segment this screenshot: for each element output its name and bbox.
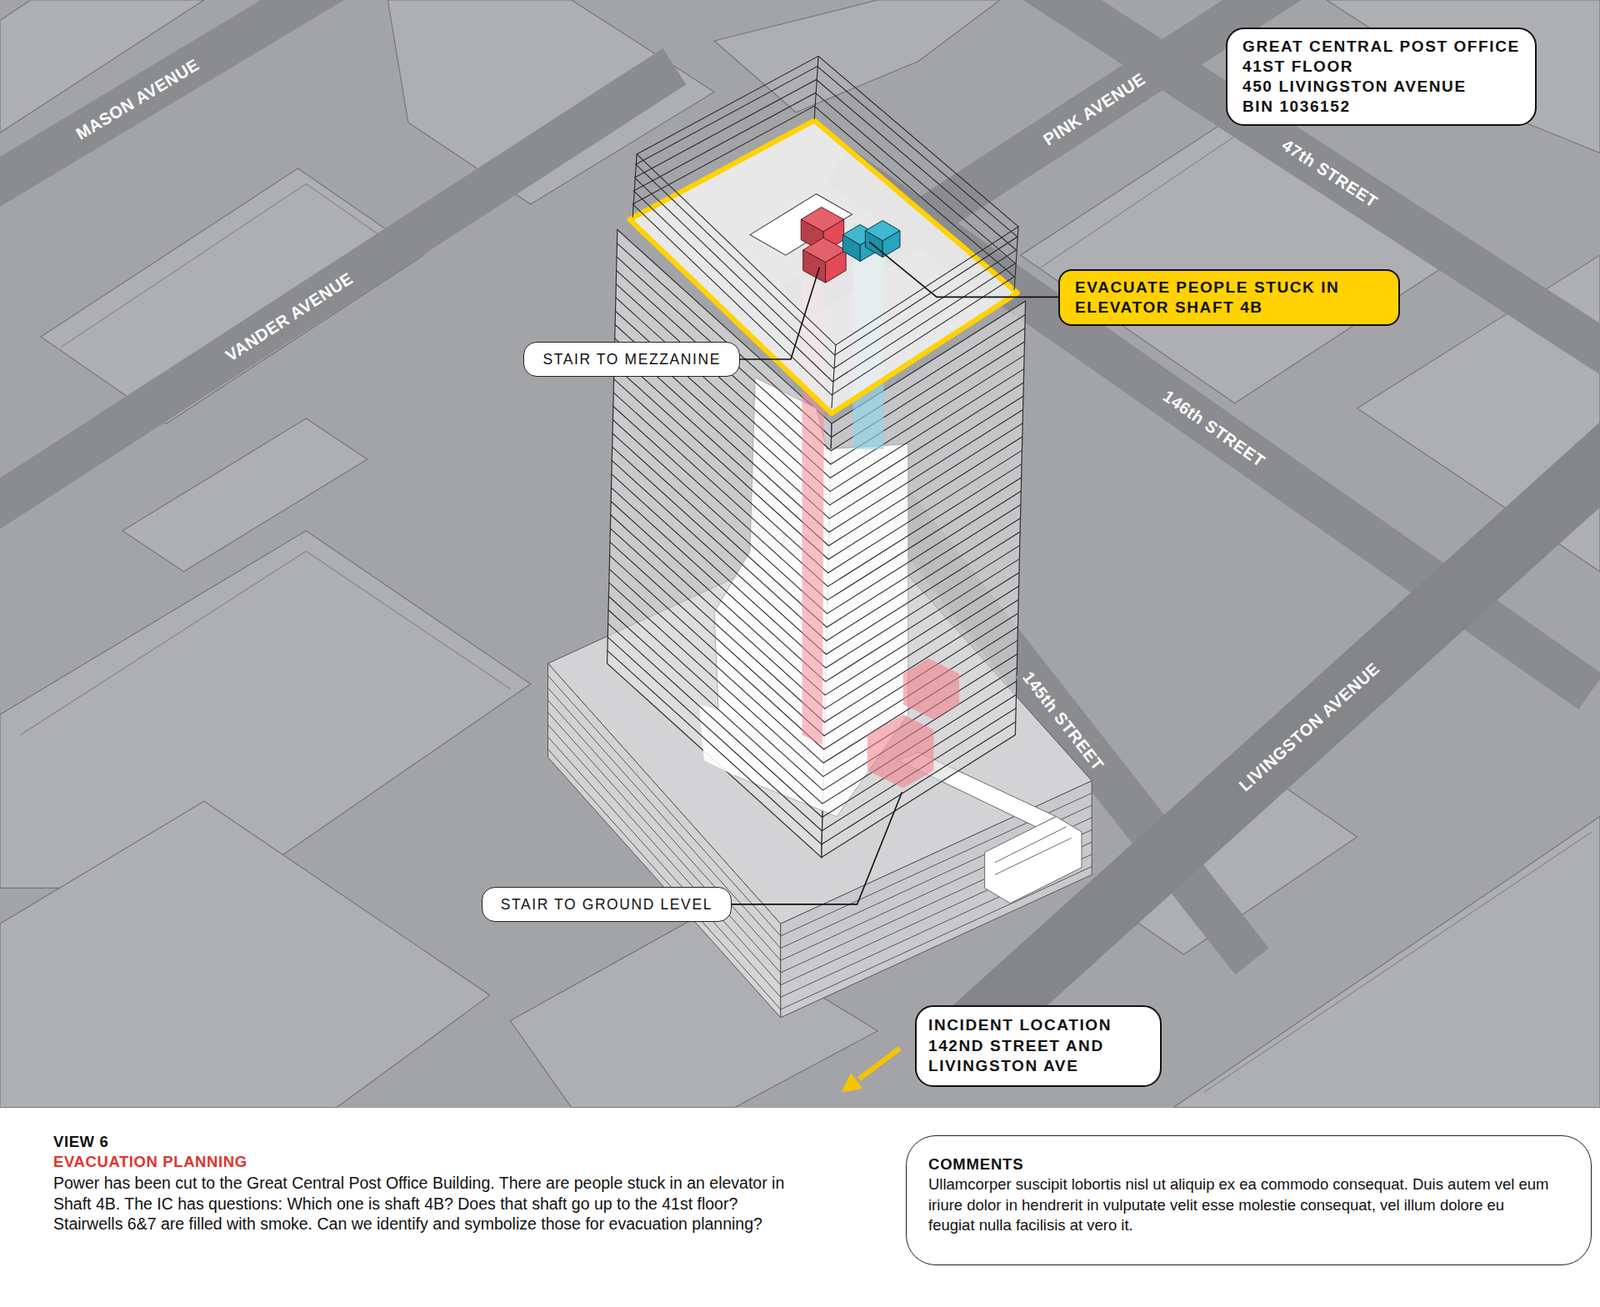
avenue-street — [968, 419, 1600, 1034]
podium-bridge — [995, 826, 1067, 863]
upper-floor-line — [633, 92, 1015, 382]
upper-floor-line — [635, 80, 1017, 370]
tower — [699, 704, 735, 776]
stair-box — [800, 207, 846, 284]
elevator-box — [865, 230, 883, 258]
callout-text: INCIDENT LOCATION 142ND STREET AND LIVIN… — [928, 1015, 1149, 1077]
elevator-box — [842, 235, 860, 262]
city-block — [714, 0, 1000, 113]
callout-body: 450 LIVINGSTON AVENUE — [1242, 76, 1520, 97]
city-block — [40, 168, 424, 424]
street — [0, 0, 488, 310]
info-callout: GREAT CENTRAL POST OFFICE41ST FLOOR450 L… — [1225, 27, 1537, 126]
upper-floor-line — [636, 55, 1019, 345]
city-block — [0, 530, 531, 889]
city-block — [122, 418, 368, 572]
callout-text: EVACUATE PEOPLE STUCK IN ELEVATOR SHAFT … — [1075, 277, 1384, 318]
callout-text: GREAT CENTRAL POST OFFICE — [1242, 36, 1520, 57]
leader-line — [740, 267, 820, 360]
callout-text: COMMENTS — [928, 1154, 1570, 1175]
callout-text: STAIR TO MEZZANINE — [542, 349, 721, 370]
upper-floor-line — [632, 154, 637, 218]
incident-arrow — [842, 1048, 900, 1091]
map-illustration — [0, 0, 1600, 1108]
callout-text: STAIR TO GROUND LEVEL — [500, 894, 713, 915]
ground-stair — [903, 658, 960, 720]
podium-bridge — [985, 816, 1082, 904]
upper-floor-line — [635, 66, 1018, 356]
incident-arrow — [859, 1048, 900, 1080]
street — [0, 0, 1600, 961]
incident-callout: INCIDENT LOCATION 142ND STREET AND LIVIN… — [915, 1005, 1162, 1087]
upper-floor-line — [831, 345, 836, 409]
leader-line — [869, 241, 1059, 297]
city-block-edge — [20, 550, 510, 735]
view-caption: Power has been cut to the Great Central … — [53, 1172, 808, 1235]
leader-line — [731, 241, 1059, 905]
city-block-edge — [1204, 831, 1592, 1092]
leader-line — [731, 791, 902, 905]
city-block — [0, 800, 490, 1107]
elevator-box — [842, 220, 900, 261]
ground-stair — [867, 714, 935, 788]
view-title: EVACUATION PLANNING — [53, 1151, 248, 1172]
street — [0, 66, 675, 567]
upper-floor-line — [814, 55, 819, 120]
map-ground — [0, 0, 1600, 1108]
highlight-callout: EVACUATE PEOPLE STUCK IN ELEVATOR SHAFT … — [1058, 269, 1400, 326]
city-block-edge — [20, 122, 1592, 1092]
comments-box: COMMENTSUllamcorper suscipit lobortis ni… — [905, 1135, 1592, 1265]
upper-floor-line — [1014, 226, 1019, 290]
stair-box — [825, 250, 846, 283]
stair-callout: STAIR TO GROUND LEVEL — [481, 886, 732, 922]
elevator-box — [882, 230, 900, 258]
callout-body: Ullamcorper suscipit lobortis nisl ut al… — [928, 1174, 1550, 1236]
incident-arrow — [842, 1074, 861, 1091]
stair-box — [803, 250, 826, 283]
ground-stair — [867, 658, 960, 789]
stair-callout: STAIR TO MEZZANINE — [523, 341, 740, 377]
city-block — [0, 0, 1600, 1108]
view-label: VIEW 6 — [53, 1131, 109, 1152]
callout-body: 41ST FLOOR — [1242, 56, 1520, 77]
podium-bridge — [995, 837, 1072, 875]
callout-body: BIN 1036152 — [1242, 96, 1520, 117]
map-illustration — [0, 0, 1600, 1108]
